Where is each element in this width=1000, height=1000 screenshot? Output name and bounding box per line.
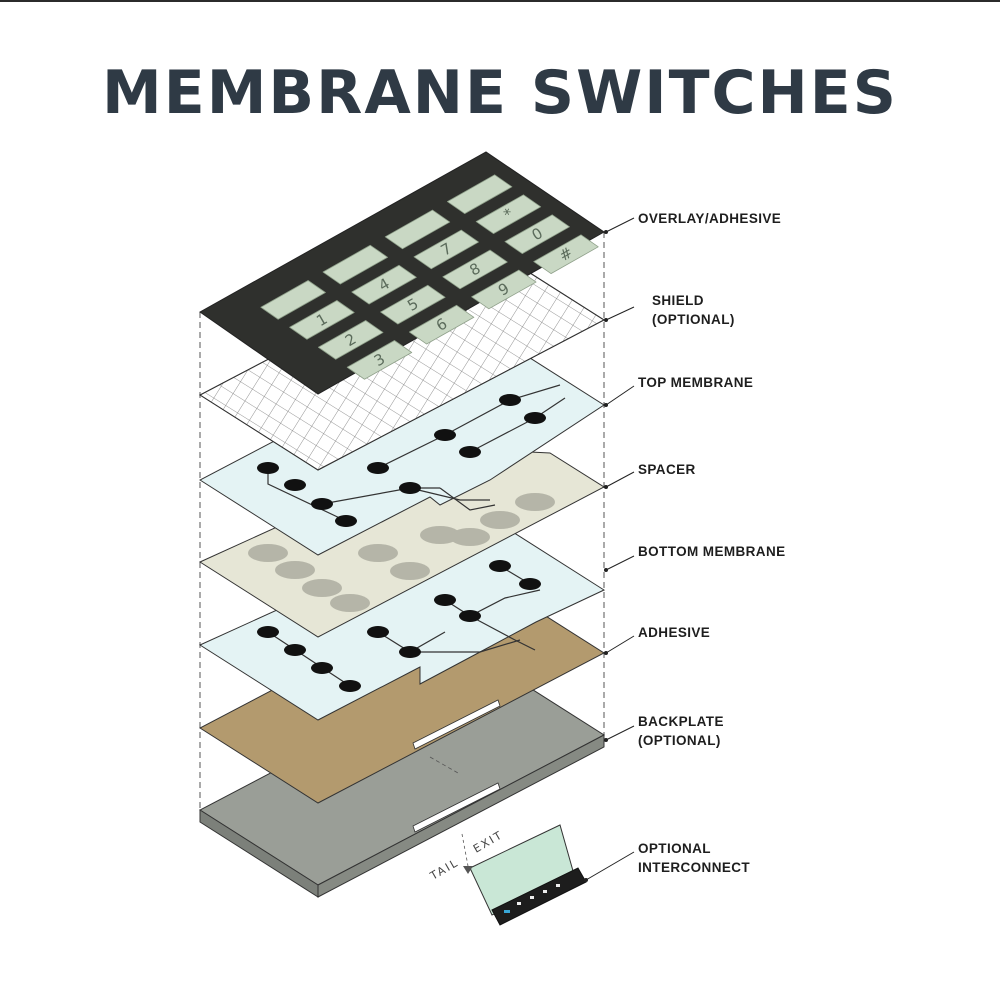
keypad-key <box>289 300 355 340</box>
keypad-key <box>380 284 446 325</box>
bottom-membrane-layer <box>198 514 606 721</box>
page-title: MEMBRANE SWITCHES <box>102 58 898 128</box>
leader-dot <box>604 230 608 234</box>
exit-text: EXIT <box>471 828 506 855</box>
label-interconnect: OPTIONAL <box>638 841 711 856</box>
label-top-membrane: TOP MEMBRANE <box>638 375 753 390</box>
label-spacer: SPACER <box>638 462 696 477</box>
leader-line <box>605 217 635 233</box>
keypad-key <box>533 234 599 275</box>
label-adhesive: ADHESIVE <box>638 625 710 640</box>
keypad-key <box>346 340 413 380</box>
leader-line <box>605 471 635 488</box>
top-membrane-layer <box>199 329 605 556</box>
leader-dot <box>604 403 608 407</box>
label-backplate: BACKPLATE <box>638 714 724 729</box>
keypad-key <box>318 320 384 360</box>
leader-dot <box>604 568 608 572</box>
leader-line <box>605 725 635 741</box>
keypad-key <box>442 249 508 290</box>
spacer-layer <box>198 431 606 638</box>
leader-line <box>605 306 635 321</box>
keypad-key <box>351 264 417 305</box>
label-bottom-membrane: BOTTOM MEMBRANE <box>638 544 786 559</box>
keypad-key <box>446 174 513 215</box>
keypad-key <box>413 229 479 270</box>
leader-dot <box>604 651 608 655</box>
leader-dot <box>604 738 608 742</box>
keypad-key <box>471 269 537 310</box>
keypad-key <box>384 209 451 250</box>
leader-line <box>605 555 635 571</box>
keypad-key <box>260 280 326 320</box>
label-overlay: OVERLAY/ADHESIVE <box>638 211 781 226</box>
layer-labels: OVERLAY/ADHESIVE SHIELD (OPTIONAL) TOP MEMB… <box>584 211 786 882</box>
leader-dot <box>604 318 608 322</box>
label-shield: (OPTIONAL) <box>652 312 735 327</box>
keypad-key <box>475 194 542 235</box>
interconnect-part: TAIL EXIT <box>427 824 587 926</box>
tail-text: TAIL <box>427 856 461 883</box>
label-shield: SHIELD <box>652 293 704 308</box>
keypad-key <box>408 304 475 345</box>
leader-dot <box>584 878 588 882</box>
keypad-key <box>322 244 388 285</box>
label-backplate: (OPTIONAL) <box>638 733 721 748</box>
leader-dot <box>604 485 608 489</box>
keypad-key <box>504 214 570 255</box>
leader-line <box>585 851 635 881</box>
leader-line <box>605 385 635 406</box>
top-rule <box>0 0 1000 2</box>
label-interconnect: INTERCONNECT <box>638 860 750 875</box>
leader-line <box>605 635 635 654</box>
backplate-layer <box>199 659 605 898</box>
